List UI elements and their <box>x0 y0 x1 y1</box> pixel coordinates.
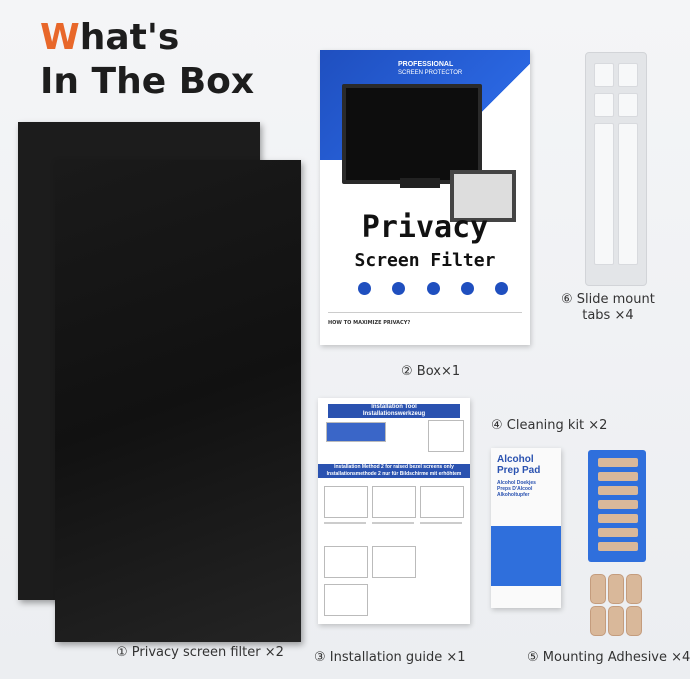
slide-tab <box>594 63 614 87</box>
feature-icon <box>392 282 406 295</box>
adhesive-pad-round <box>608 606 624 636</box>
laptop-illustration <box>450 170 516 222</box>
guide-header-line2: Installationswerkzeug <box>362 411 426 417</box>
adhesive-pad <box>598 500 638 509</box>
adhesive-pad <box>598 472 638 481</box>
label-box: ② Box×1 <box>401 364 461 379</box>
box-brand: PROFESSIONAL SCREEN PROTECTOR <box>398 60 462 78</box>
guide-step-image <box>324 584 368 616</box>
prep-pad-sub-line: Alcohol Doekjes <box>497 480 536 486</box>
box-how-to: HOW TO MAXIMIZE PRIVACY? <box>328 320 411 326</box>
guide-banner-line2: Installationsmethode 2 nur für Bildschir… <box>326 471 462 484</box>
feature-icon <box>358 282 371 295</box>
adhesive-pad-round <box>626 606 642 636</box>
guide-tabs-image <box>428 420 464 452</box>
guide-step-image <box>324 486 368 518</box>
adhesive-pad-round <box>626 574 642 604</box>
prep-pad-title: Alcohol Prep Pad <box>497 454 540 476</box>
guide-step-image <box>372 546 416 578</box>
title-line-1: What's <box>40 16 254 60</box>
installation-guide: Installation Tool Installationswerkzeug … <box>318 398 470 624</box>
prep-pad-sub-line: Preps D'Alcool <box>497 486 533 492</box>
slide-mount-tabs-card <box>585 52 647 286</box>
guide-step-text <box>324 522 366 524</box>
monitor-illustration <box>342 84 482 184</box>
guide-header-line1: Installation Tool <box>371 404 417 410</box>
adhesive-pad <box>598 486 638 495</box>
slide-tab <box>594 93 614 117</box>
alcohol-prep-pad: Alcohol Prep Pad Alcohol Doekjes Preps D… <box>491 448 561 608</box>
adhesive-pad <box>598 514 638 523</box>
title-line-2: In The Box <box>40 61 255 102</box>
label-privacy-filter: ① Privacy screen filter ×2 <box>116 645 284 660</box>
label-mounting-adhesive: ⑤ Mounting Adhesive ×4 <box>527 650 690 665</box>
label-slide-mount-tabs-line2: tabs ×4 <box>582 308 634 323</box>
label-slide-mount-tabs: ⑥ Slide mount tabs ×4 <box>561 292 655 324</box>
box-title-privacy: Privacy <box>361 210 489 245</box>
box-title-screen-filter: Screen Filter <box>354 250 496 271</box>
adhesive-pad <box>598 458 638 467</box>
privacy-filter-sheet-front <box>55 160 301 642</box>
slide-tab-long <box>594 123 614 265</box>
prep-pad-blue-panel <box>491 526 561 586</box>
guide-step-image <box>372 486 416 518</box>
box-brand-name: PROFESSIONAL <box>398 61 454 68</box>
prep-pad-title-line2: Prep Pad <box>497 465 541 476</box>
slide-tab-long <box>618 123 638 265</box>
prep-pad-title-line1: Alcohol <box>497 454 534 465</box>
prep-pad-sub-line: Alkoholtupfer <box>497 492 530 498</box>
guide-tool-image <box>326 422 386 442</box>
guide-step-image <box>324 546 368 578</box>
title-highlight-letter: W <box>40 17 80 58</box>
label-cleaning-kit: ④ Cleaning kit ×2 <box>491 418 608 433</box>
feature-icon <box>460 282 474 295</box>
adhesive-pad-round <box>608 574 624 604</box>
guide-header: Installation Tool Installationswerkzeug <box>328 404 460 418</box>
adhesive-pad <box>598 542 638 551</box>
guide-step-text <box>372 522 414 524</box>
adhesive-pad-round <box>590 606 606 636</box>
slide-tab <box>618 93 638 117</box>
feature-icon <box>495 282 508 295</box>
adhesive-pad <box>598 528 638 537</box>
monitor-stand <box>400 178 440 188</box>
label-installation-guide: ③ Installation guide ×1 <box>314 650 466 665</box>
guide-banner-line1: Installation Method 2 for raised bezel s… <box>334 464 454 470</box>
page-title: What's In The Box <box>40 16 254 104</box>
slide-tab <box>618 63 638 87</box>
box-steps-divider <box>328 312 522 341</box>
title-line-1-rest: hat's <box>79 17 180 58</box>
adhesive-pad-round <box>590 574 606 604</box>
guide-banner: Installation Method 2 for raised bezel s… <box>318 464 470 484</box>
mounting-adhesive-strip <box>588 450 646 562</box>
box-brand-sub: SCREEN PROTECTOR <box>398 70 463 76</box>
box-feature-icons <box>358 282 508 296</box>
feature-icon <box>426 282 440 295</box>
label-slide-mount-tabs-line1: ⑥ Slide mount <box>561 292 655 307</box>
product-box: PROFESSIONAL SCREEN PROTECTOR Privacy Sc… <box>320 50 530 345</box>
guide-step-image <box>420 486 464 518</box>
guide-step-text <box>420 522 462 524</box>
prep-pad-subtitles: Alcohol Doekjes Preps D'Alcool Alkoholtu… <box>497 480 536 498</box>
